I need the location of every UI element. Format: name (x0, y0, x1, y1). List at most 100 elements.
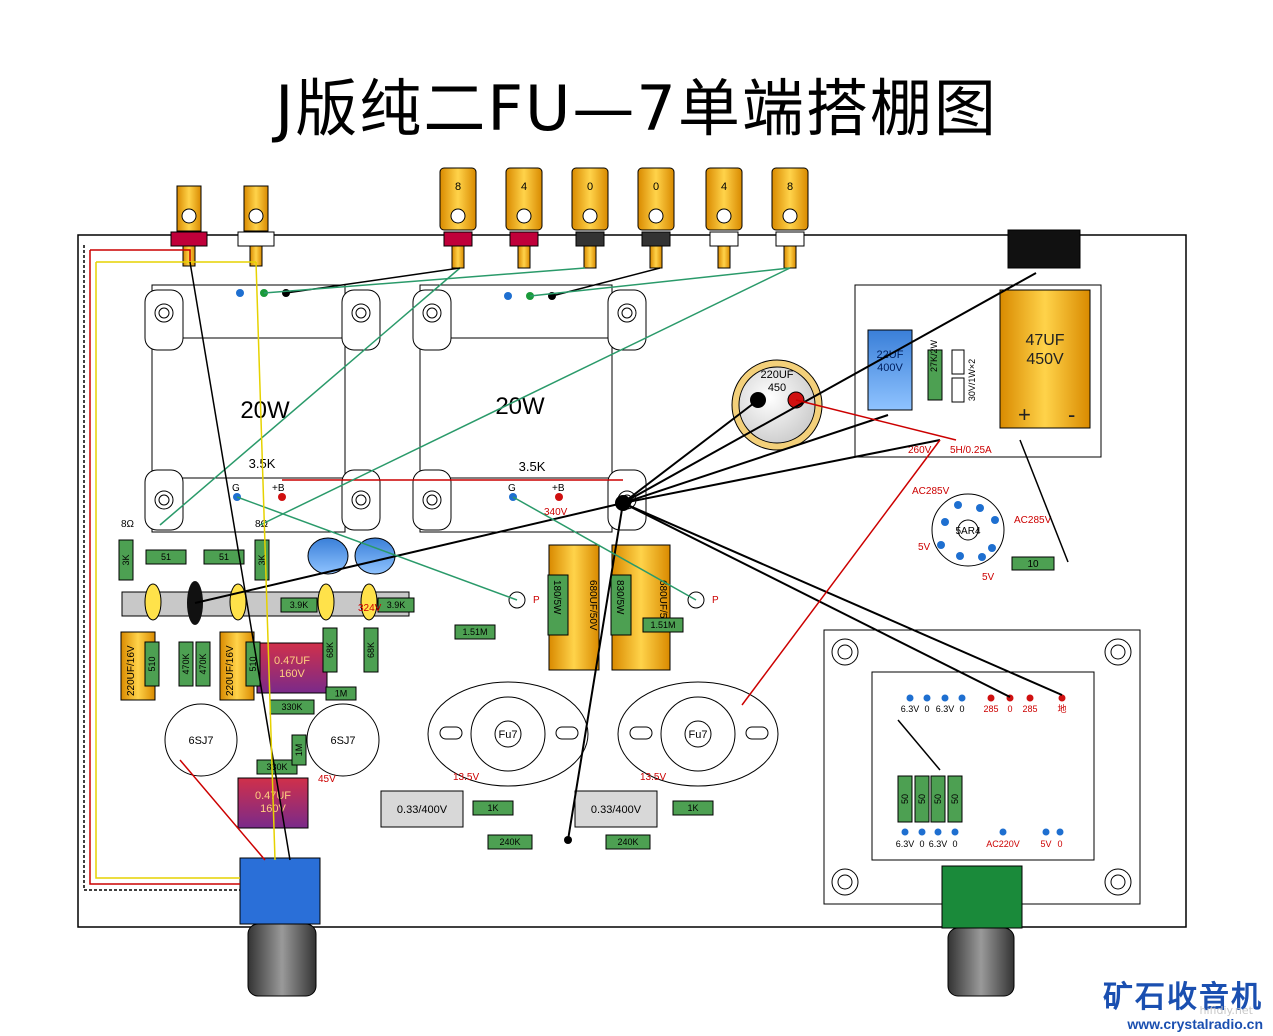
power-transformer (823, 629, 1141, 905)
resistor-r1m_a (325, 686, 357, 701)
resistor-r68a (322, 627, 338, 673)
svg-text:0: 0 (924, 704, 929, 714)
svg-text:30V/1W×2: 30V/1W×2 (967, 359, 977, 401)
svg-text:51: 51 (161, 552, 171, 562)
svg-text:P: P (712, 595, 719, 606)
volume-pot (239, 857, 321, 925)
rca-input-left[interactable] (170, 185, 208, 267)
res-10 (1011, 556, 1055, 571)
binding-post-1[interactable]: 4 (505, 167, 543, 269)
resistor-r1ka (472, 800, 514, 816)
svg-text:285: 285 (983, 704, 998, 714)
svg-text:680UF/50V: 680UF/50V (587, 580, 598, 631)
resistor-r151a (454, 624, 496, 640)
svg-text:3K: 3K (121, 554, 131, 565)
svg-text:6.3V: 6.3V (896, 839, 915, 849)
svg-text:68K: 68K (366, 642, 376, 658)
res-30v (951, 349, 965, 375)
binding-post-4[interactable]: 4 (705, 167, 743, 269)
output-transformer-left (144, 284, 381, 533)
svg-text:45V: 45V (318, 774, 336, 785)
svg-text:50: 50 (917, 794, 927, 804)
binding-post-label: 8 (787, 181, 793, 193)
svg-text:510: 510 (147, 656, 157, 671)
svg-text:1K: 1K (687, 803, 698, 813)
resistor-r151b (642, 617, 684, 633)
resistor-r51a (145, 549, 187, 565)
svg-text:0.33/400V: 0.33/400V (591, 804, 642, 816)
transformer-left-b: +B (272, 483, 285, 494)
svg-text:1K: 1K (487, 803, 498, 813)
svg-text:830/5W: 830/5W (614, 580, 625, 615)
svg-text:50: 50 (900, 794, 910, 804)
binding-post-5[interactable]: 8 (771, 167, 809, 269)
svg-text:13.5V: 13.5V (640, 772, 666, 783)
socket-fu7-right (617, 681, 779, 787)
svg-text:1.51M: 1.51M (650, 620, 675, 630)
svg-text:470K: 470K (181, 653, 191, 674)
svg-text:0: 0 (919, 839, 924, 849)
svg-text:+: + (1018, 402, 1031, 427)
svg-text:330K: 330K (281, 702, 302, 712)
binding-post-0[interactable]: 8 (439, 167, 477, 269)
resistor-r1m_b (291, 734, 307, 766)
svg-text:6.3V: 6.3V (929, 839, 948, 849)
watermark: 矿石收音机 www.crystalradio.cn hifidiy.net (1103, 980, 1263, 1032)
resistor-r330b (256, 759, 298, 775)
choke-label: 5H/0.25A (950, 445, 992, 456)
svg-text:5V: 5V (982, 572, 995, 583)
binding-post-label: 8 (455, 181, 461, 193)
svg-text:285: 285 (1022, 704, 1037, 714)
rca-input-right[interactable] (237, 185, 275, 267)
output-transformer-right (412, 284, 647, 533)
binding-post-3[interactable]: 0 (637, 167, 675, 269)
svg-text:51: 51 (219, 552, 229, 562)
svg-text:5V: 5V (918, 542, 931, 553)
socket-6sj7-left (164, 703, 238, 777)
binding-post-label: 0 (587, 181, 593, 193)
resistor-r510a (144, 641, 160, 687)
cap-220uf-450 (731, 359, 823, 451)
svg-text:AC285V: AC285V (912, 486, 950, 497)
grid-stopper (229, 583, 247, 621)
resistor-r240a (487, 834, 533, 850)
svg-text:6SJ7: 6SJ7 (188, 735, 213, 747)
svg-text:P: P (533, 595, 540, 606)
cap-033-right (574, 790, 658, 828)
svg-text:27K/2W: 27K/2W (929, 339, 939, 372)
page-title: J版纯二FU—7单端搭棚图 (275, 72, 998, 145)
grid-stopper (317, 583, 335, 621)
power-switch (941, 865, 1023, 929)
transformer-right-g: G (508, 483, 516, 494)
transformer-right-b: +B (552, 483, 565, 494)
svg-text:1M: 1M (335, 689, 348, 699)
svg-text:240K: 240K (617, 837, 638, 847)
rect-tube-label: 5AR4 (955, 526, 980, 537)
power-knob (947, 927, 1015, 997)
binding-post-label: 4 (521, 181, 527, 193)
svg-text:510: 510 (248, 656, 258, 671)
rectifier-socket (931, 493, 1005, 567)
svg-text:330K: 330K (266, 762, 287, 772)
cap-22uf (867, 329, 913, 411)
svg-text:470K: 470K (198, 653, 208, 674)
v260: 260V (908, 445, 932, 456)
svg-text:240K: 240K (499, 837, 520, 847)
svg-text:0.33/400V: 0.33/400V (397, 804, 448, 816)
svg-text:Fu7: Fu7 (689, 729, 708, 741)
socket-6sj7-right (306, 703, 380, 777)
svg-text:0: 0 (1057, 839, 1062, 849)
cap-47uf (999, 289, 1091, 429)
res-50 (914, 775, 930, 823)
binding-post-2[interactable]: 0 (571, 167, 609, 269)
ohm-left: 8Ω (121, 519, 135, 530)
res-50 (930, 775, 946, 823)
svg-text:324V: 324V (358, 603, 382, 614)
resistor-r68b (363, 627, 379, 673)
power-socket (1007, 229, 1081, 269)
svg-text:5V: 5V (1040, 839, 1051, 849)
